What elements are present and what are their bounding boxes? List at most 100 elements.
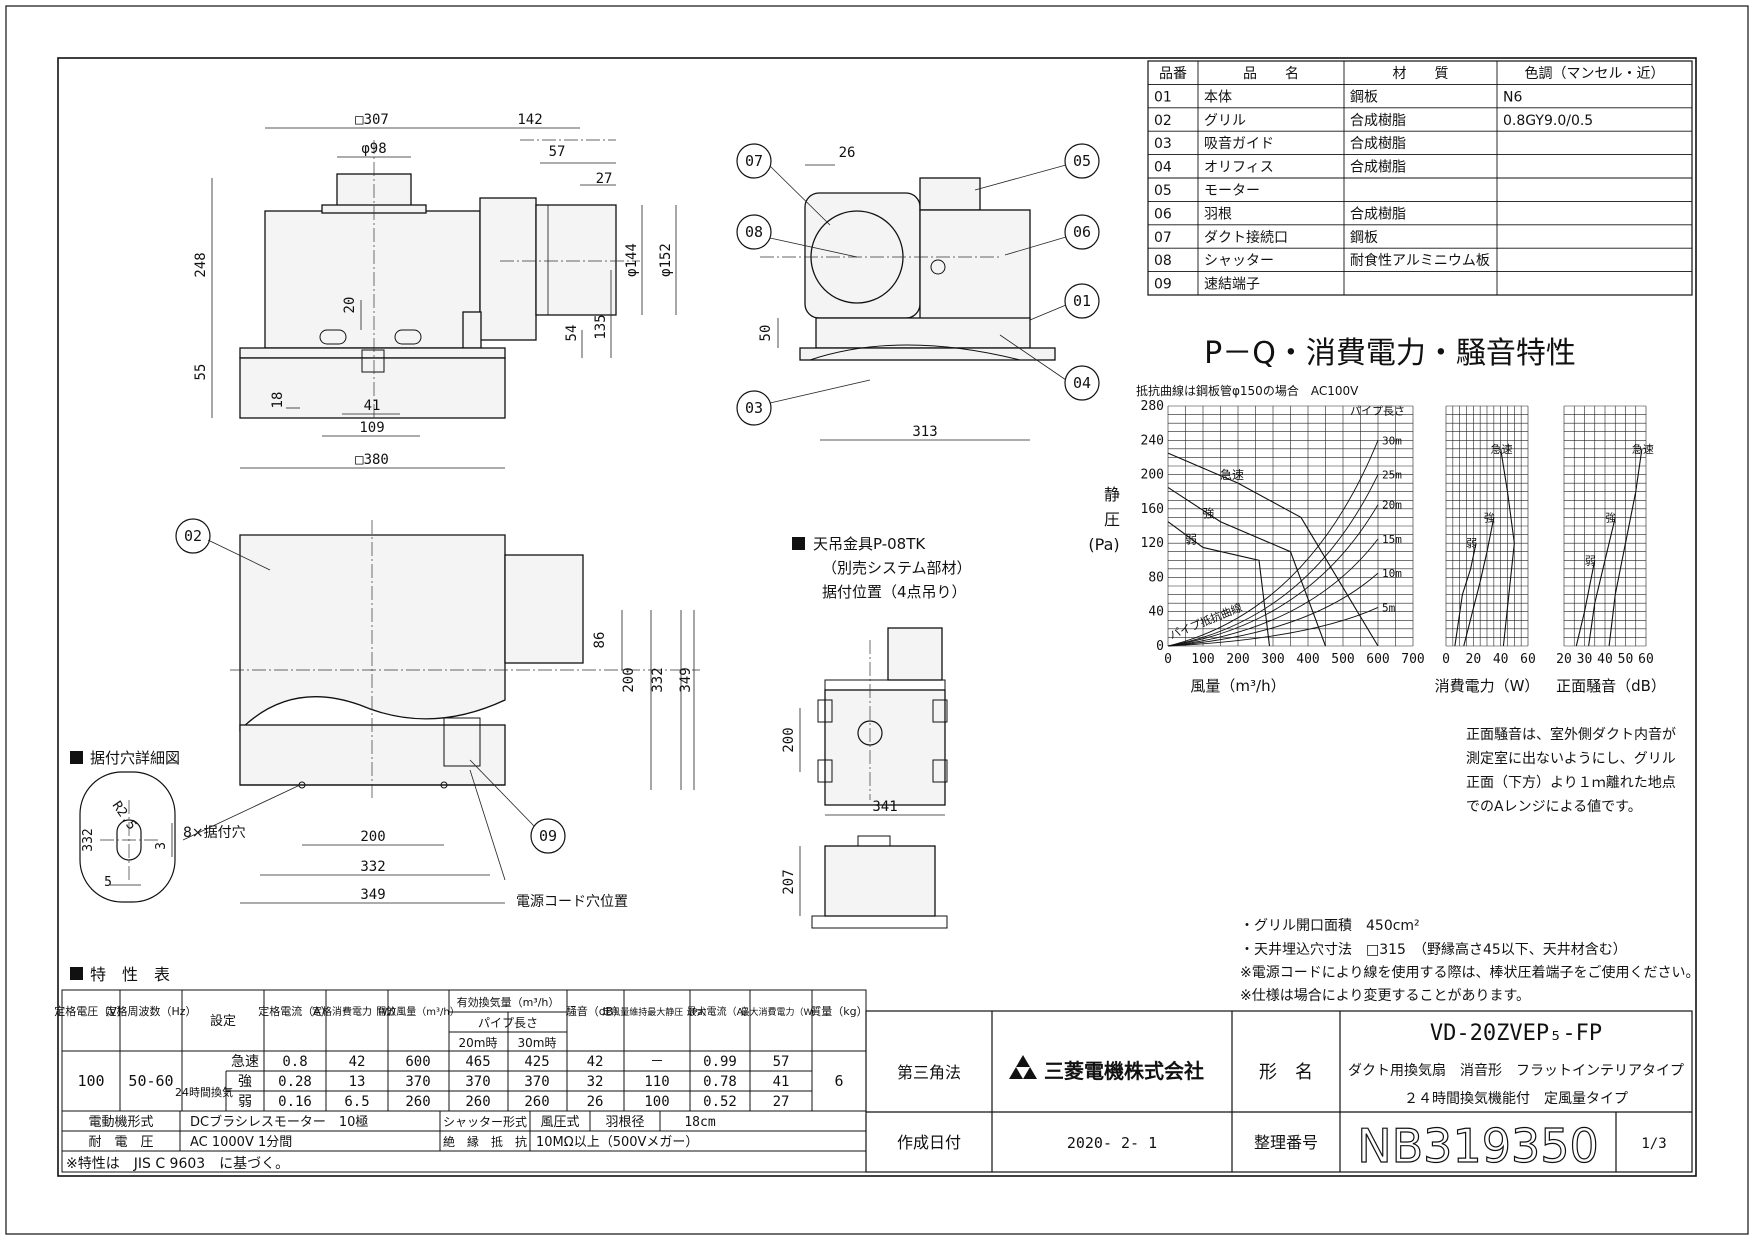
pq-xtick: 400 xyxy=(1296,652,1319,667)
insul: 10MΩ以上（500Vメガー） xyxy=(536,1135,698,1150)
spec-cell-m30: 425 xyxy=(524,1054,549,1070)
dim-109: 109 xyxy=(359,420,384,436)
dim-332v: 332 xyxy=(650,667,666,692)
dim-349v: 349 xyxy=(678,667,694,692)
number: NB319350 xyxy=(1357,1119,1599,1173)
h-freq: 定格周波数（Hz） xyxy=(105,1004,196,1018)
balloon-03: 03 xyxy=(745,399,763,417)
resistance-curve-0 xyxy=(1167,440,1379,647)
dim-20: 20 xyxy=(342,297,358,314)
dim-18: 18 xyxy=(270,392,286,409)
parts-cell: 合成樹脂 xyxy=(1350,113,1406,129)
resistance-label: 15m xyxy=(1382,533,1402,546)
spec-cell-open: 260 xyxy=(405,1094,430,1110)
blade: 18cm xyxy=(684,1115,715,1130)
mode-24h: 24時間換気 xyxy=(175,1085,233,1099)
noise-series-label: 弱 xyxy=(1585,554,1596,567)
notes: 正面騒音は、室外側ダクト内音が 測定室に出ないようにし、グリル 正面（下方）より… xyxy=(1240,726,1699,1004)
characteristics-charts: P－Q・消費電力・騒音特性 抵抗曲線は鋼板管φ150の場合 AC100V 静圧(… xyxy=(1088,336,1666,695)
pq-ytick: 160 xyxy=(1141,502,1164,517)
h-pipe: パイプ長さ xyxy=(478,1016,538,1030)
noise-series-1 xyxy=(1588,517,1616,647)
mount-hole-detail: 据付穴詳細図 R2.5 332 3 5 8×据付穴 xyxy=(70,749,301,903)
pq-ytick: 40 xyxy=(1148,605,1164,620)
parts-cell: 03 xyxy=(1154,136,1172,152)
parts-cell: 01 xyxy=(1154,89,1172,105)
noise-xtick: 50 xyxy=(1618,652,1634,667)
spec-note-2: ・天井埋込穴寸法 □315 （野縁高さ45以下、天井材含む） xyxy=(1240,941,1627,958)
resistance-label: 30m xyxy=(1382,434,1402,447)
noise-series-label: 強 xyxy=(1605,511,1616,524)
dim-27: 27 xyxy=(596,171,613,187)
parts-cell: 07 xyxy=(1154,230,1172,246)
dim-313: 313 xyxy=(912,424,937,440)
spec-cell-open: 600 xyxy=(405,1054,430,1070)
noise-series-2 xyxy=(1575,560,1596,647)
shutter: 風圧式 xyxy=(540,1115,579,1130)
parts-cell: 04 xyxy=(1154,160,1172,176)
title-block: 第三角法 三菱電機株式会社 形 名 VD-20ZVEP₅-FP ダクト用換気扇 … xyxy=(865,1010,1693,1174)
spec-cell-mode: 弱 xyxy=(238,1094,252,1110)
balloon-04: 04 xyxy=(1073,374,1091,392)
noise-note-1: 正面騒音は、室外側ダクト内音が xyxy=(1466,726,1676,743)
balloon-01: 01 xyxy=(1073,292,1091,310)
dim-144: φ144 xyxy=(624,243,640,277)
hanger-dim-200: 200 xyxy=(781,727,797,752)
spec-cell-maxa: 0.52 xyxy=(703,1094,737,1110)
spec-cell-pow: 13 xyxy=(349,1074,366,1090)
balloon-09: 09 xyxy=(539,827,557,845)
noise-xlabel: 正面騒音（dB） xyxy=(1556,677,1666,695)
power-series-0 xyxy=(1500,448,1515,647)
parts-cell: 合成樹脂 xyxy=(1350,136,1406,152)
resistance-curve-4 xyxy=(1167,572,1379,647)
h-mass: 質量（kg） xyxy=(810,1004,867,1018)
resistance-label: 5m xyxy=(1382,601,1396,614)
motor: DCブラシレスモーター 10極 xyxy=(190,1114,368,1130)
freq: 50-60 xyxy=(128,1072,173,1090)
noise-xtick: 40 xyxy=(1597,652,1613,667)
hanger-title: 天吊金具P-08TK xyxy=(813,535,926,553)
pq-xtick: 600 xyxy=(1366,652,1389,667)
pq-series-2 xyxy=(1167,521,1271,647)
detail-r: R2.5 xyxy=(109,799,139,833)
motor-label: 電動機形式 xyxy=(88,1115,153,1130)
balloon-05: 05 xyxy=(1073,152,1091,170)
pq-ytick: 240 xyxy=(1141,433,1164,448)
power-xtick: 60 xyxy=(1520,652,1536,667)
projection: 第三角法 xyxy=(897,1063,961,1082)
detail-332: 332 xyxy=(81,828,96,851)
resistance-curve-1 xyxy=(1167,474,1379,647)
withstand-label: 耐 電 圧 xyxy=(88,1135,153,1150)
dim-200h: 200 xyxy=(360,829,385,845)
parts-cell: 合成樹脂 xyxy=(1350,206,1406,222)
power-series-1 xyxy=(1463,517,1495,647)
h-open: 開放風量（m³/h） xyxy=(376,1005,459,1018)
dim-152: φ152 xyxy=(658,243,674,277)
spec-cell-cur: 0.8 xyxy=(282,1054,307,1070)
spec-cell-maxw: 27 xyxy=(773,1094,790,1110)
power-xtick: 40 xyxy=(1493,652,1509,667)
spec-cell-m20: 465 xyxy=(465,1054,490,1070)
parts-cell: ダクト接続口 xyxy=(1204,229,1288,246)
pq-series-1 xyxy=(1167,486,1327,647)
parts-cell: 0.8GY9.0/0.5 xyxy=(1503,113,1593,129)
detail-title: 据付穴詳細図 xyxy=(90,749,180,767)
parts-cell: 合成樹脂 xyxy=(1350,160,1406,176)
pq-series-0 xyxy=(1167,452,1379,647)
hanger-dim-207: 207 xyxy=(781,869,797,894)
spec-table: 特 性 表 xyxy=(54,965,868,1173)
pq-ytick: 0 xyxy=(1156,639,1164,654)
balloon-07: 07 xyxy=(745,152,763,170)
noise-series-label: 急速 xyxy=(1632,442,1654,456)
parts-cell: 本体 xyxy=(1204,89,1232,105)
h-20m: 20m時 xyxy=(459,1036,498,1050)
spec-cell-m20: 260 xyxy=(465,1094,490,1110)
parts-cell: 鋼板 xyxy=(1350,89,1378,105)
dim-200v: 200 xyxy=(621,667,637,692)
power-xlabel: 消費電力（W） xyxy=(1435,677,1540,695)
noise-note-2: 測定室に出ないようにし、グリル xyxy=(1466,750,1676,767)
h-eff: 有効換気量（m³/h） xyxy=(457,995,560,1009)
resistance-label: 20m xyxy=(1382,499,1402,512)
